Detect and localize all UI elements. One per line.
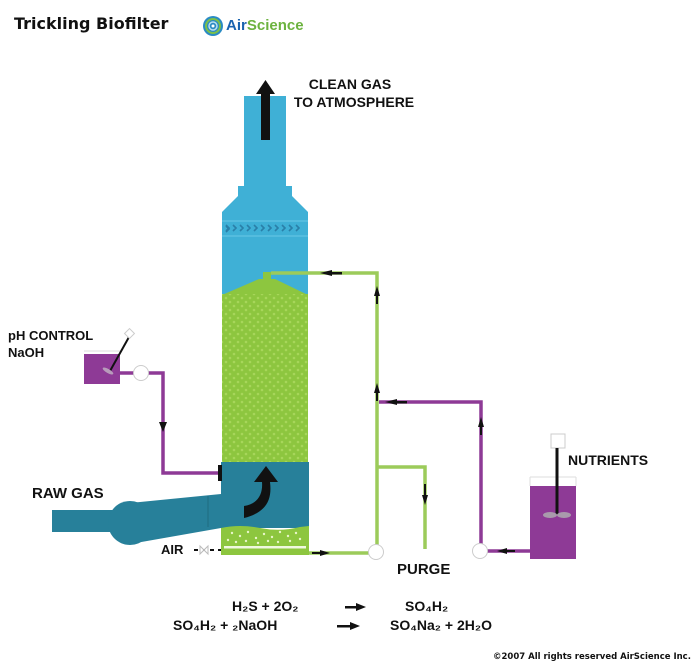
equation-1-reactants: H₂S + 2O₂ bbox=[232, 598, 299, 614]
svg-text:AirScience: AirScience bbox=[226, 17, 304, 34]
brand-science: Science bbox=[247, 17, 304, 34]
nutrient-arrow-left2-icon bbox=[385, 399, 397, 405]
recirc-arrow-up2-icon bbox=[374, 383, 380, 393]
equation-2-arrow-icon bbox=[337, 622, 360, 630]
equation-2-products: SO₄Na₂ + 2H₂O bbox=[390, 617, 492, 633]
nutrient-pump bbox=[472, 543, 488, 559]
packing-media-bed bbox=[222, 294, 308, 462]
to-atmosphere-label: TO ATMOSPHERE bbox=[294, 94, 414, 110]
recirc-arrow-up2-shaft bbox=[376, 391, 378, 401]
air-label: AIR bbox=[161, 542, 184, 557]
clean-gas-label: CLEAN GAS bbox=[309, 76, 391, 92]
page-title: Trickling Biofilter bbox=[14, 14, 169, 33]
recirc-arrow-up1-icon bbox=[374, 286, 380, 296]
plenum-arrow-icon bbox=[244, 466, 278, 518]
purge-arrow-shaft bbox=[424, 484, 426, 496]
naoh-mixer-icon bbox=[102, 327, 136, 375]
equation-1-arrow-icon bbox=[345, 603, 366, 611]
recirc-arrow-out-icon bbox=[320, 550, 330, 556]
equation-2-reactants: SO₄H₂ + ₂NaOH bbox=[173, 617, 277, 633]
ph-control-label: pH CONTROL bbox=[8, 328, 93, 343]
sump-liquid bbox=[221, 526, 309, 555]
nutrient-mixer-icon bbox=[543, 433, 571, 518]
nutrient-arrow-left-icon bbox=[497, 548, 507, 554]
reaction-equations: H₂S + 2O₂ SO₄H₂ SO₄H₂ + ₂NaOH SO₄Na₂ + 2… bbox=[173, 598, 492, 633]
copyright-notice: ©2007 All rights reserved AirScience Inc… bbox=[493, 652, 691, 662]
nutrient-arrow-left-shaft bbox=[505, 550, 515, 552]
airscience-logo: AirScience bbox=[203, 16, 304, 36]
nutrient-line bbox=[379, 400, 530, 553]
recirc-arrow-left-shaft bbox=[330, 272, 342, 275]
recirc-arrow-shaft bbox=[312, 552, 322, 554]
naoh-label: NaOH bbox=[8, 345, 44, 360]
purge-arrow-icon bbox=[422, 495, 428, 505]
nutrient-arrow-up-shaft bbox=[480, 425, 482, 435]
brand-air: Air bbox=[226, 17, 247, 34]
naoh-inlet-fitting bbox=[218, 465, 222, 481]
nutrient-arrow-left2-shaft bbox=[395, 401, 407, 404]
raw-gas-label: RAW GAS bbox=[32, 485, 104, 502]
clean-gas-arrow-icon bbox=[256, 80, 275, 140]
mist-eliminator bbox=[222, 220, 308, 237]
air-bubbles bbox=[226, 530, 302, 545]
nutrients-label: NUTRIENTS bbox=[568, 452, 648, 468]
naoh-dosing-line bbox=[120, 371, 220, 475]
spray-nozzle bbox=[263, 272, 271, 279]
air-valve-icon bbox=[194, 544, 221, 556]
raw-gas-blower bbox=[52, 494, 221, 545]
naoh-flow-arrow-icon bbox=[159, 422, 167, 432]
naoh-pump bbox=[133, 365, 149, 381]
recirc-arrow-left-icon bbox=[320, 270, 332, 276]
equation-1-products: SO₄H₂ bbox=[405, 598, 448, 614]
air-sparger bbox=[224, 546, 306, 549]
naoh-tank bbox=[84, 350, 120, 384]
nutrient-tank bbox=[529, 476, 577, 559]
purge-label: PURGE bbox=[397, 561, 450, 578]
recirc-arrow-up1-shaft bbox=[376, 294, 378, 304]
recirculation-pump bbox=[368, 544, 384, 560]
logo-swirl-icon bbox=[203, 16, 223, 36]
nutrient-arrow-up-icon bbox=[478, 417, 484, 427]
